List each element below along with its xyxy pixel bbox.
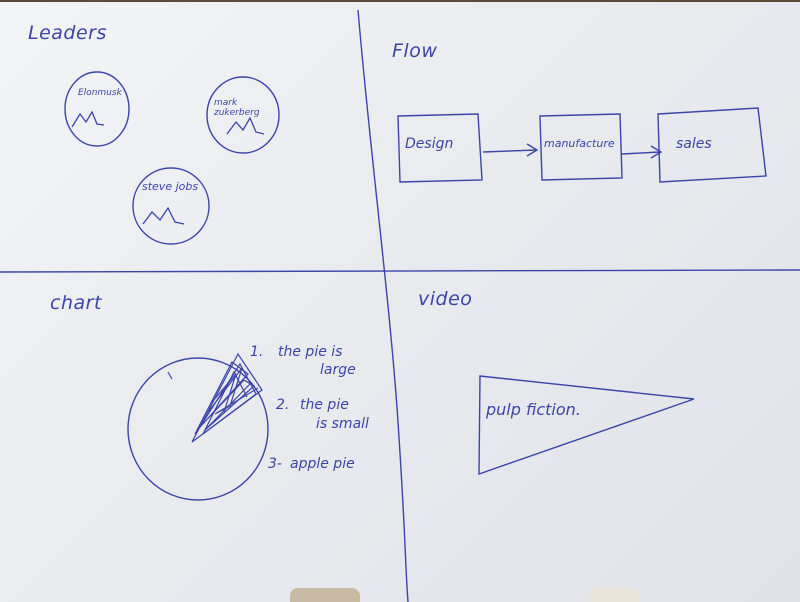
chart-icon bbox=[71, 110, 105, 128]
chart-title: chart bbox=[50, 292, 102, 314]
chart-note-1-num: 1. bbox=[250, 344, 264, 360]
chart-note-2-line1: the pie bbox=[300, 397, 349, 413]
chart-icon bbox=[142, 206, 185, 225]
chart-icon bbox=[226, 116, 265, 135]
chart-note-2-line2: is small bbox=[316, 416, 369, 432]
pie-tick bbox=[167, 371, 173, 380]
flow-step-manufacture: manufacture bbox=[544, 137, 615, 150]
flow-step-design: Design bbox=[405, 136, 454, 152]
flow-arrow-2 bbox=[621, 151, 661, 155]
chart-note-1-line1: the pie is bbox=[278, 344, 343, 360]
flow-arrow-1 bbox=[482, 149, 537, 153]
leader-circle-2 bbox=[206, 76, 280, 154]
leader-name-1: Elonmusk bbox=[78, 88, 122, 98]
horizontal-divider bbox=[0, 269, 800, 273]
chart-note-1-line2: large bbox=[320, 362, 356, 378]
pie-circle bbox=[127, 357, 269, 501]
flow-title: Flow bbox=[392, 40, 438, 62]
video-pennant bbox=[478, 375, 695, 475]
flow-box-2 bbox=[539, 113, 623, 181]
flow-step-sales: sales bbox=[676, 136, 712, 152]
chart-note-3-num: 3- bbox=[268, 456, 282, 472]
vertical-divider bbox=[357, 9, 409, 602]
leaders-title: Leaders bbox=[28, 22, 107, 44]
finger bbox=[290, 588, 360, 602]
video-title: video bbox=[418, 288, 473, 310]
leader-name-2: mark zukerberg bbox=[214, 98, 260, 118]
pie-slice-hatch bbox=[194, 361, 259, 435]
leader-circle-3 bbox=[132, 167, 210, 245]
chart-note-2-num: 2. bbox=[276, 397, 290, 413]
flow-box-3 bbox=[657, 107, 767, 183]
finger bbox=[590, 588, 640, 602]
leader-circle-1 bbox=[64, 71, 130, 147]
flow-box-1 bbox=[397, 113, 483, 183]
video-label: pulp fiction. bbox=[486, 400, 581, 419]
chart-note-3-line1: apple pie bbox=[290, 456, 355, 472]
leader-name-3: steve jobs bbox=[142, 180, 199, 193]
